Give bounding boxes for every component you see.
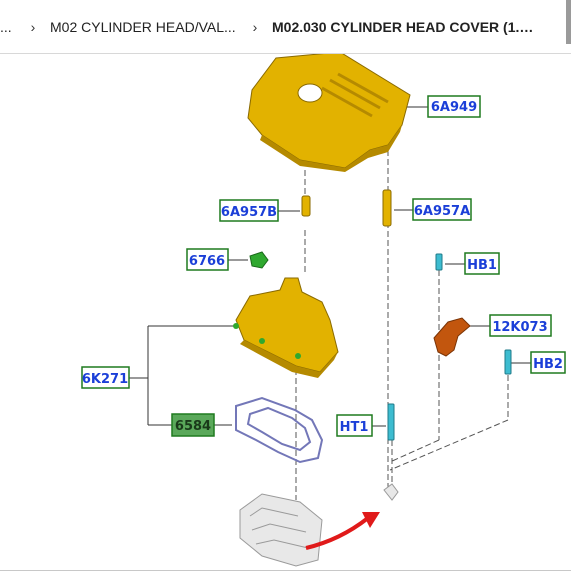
callout-label: 6766	[189, 254, 225, 269]
oil-separator-part[interactable]	[233, 277, 339, 378]
bolt-part[interactable]	[387, 253, 512, 441]
breather-part[interactable]	[249, 251, 269, 269]
callout-label: HB1	[467, 258, 497, 273]
callout-label: 6A957B	[221, 205, 277, 220]
exploded-parts-diagram: 6A949 6A957B 6A957A 6766 HB1 12K073 HB2	[0, 51, 571, 570]
chevron-right-icon: ›	[30, 18, 36, 35]
callout-label: HB2	[533, 357, 563, 372]
callout-6A957B[interactable]: 6A957B	[219, 199, 279, 222]
callout-6584-highlighted[interactable]: 6584	[171, 413, 215, 437]
callout-6A957A[interactable]: 6A957A	[412, 198, 472, 221]
callout-label: HT1	[340, 420, 369, 435]
callout-HT1[interactable]: HT1	[336, 414, 373, 437]
callout-label: 6A949	[431, 100, 477, 115]
callout-label: 12K073	[492, 320, 547, 335]
direction-arrow-icon	[305, 512, 380, 550]
callout-6K271[interactable]: 6K271	[81, 366, 130, 389]
callout-label: 6A957A	[414, 204, 470, 219]
sensor-part[interactable]	[433, 317, 471, 357]
callout-label: 6584	[175, 419, 211, 434]
callout-label: 6K271	[82, 372, 128, 387]
grommet-part[interactable]	[301, 189, 392, 227]
cylinder-head-part[interactable]	[239, 483, 399, 567]
callout-HB2[interactable]: HB2	[530, 351, 566, 374]
breadcrumb-item-root[interactable]: ...	[0, 18, 12, 35]
vertical-scrollbar[interactable]	[566, 0, 571, 44]
callout-12K073[interactable]: 12K073	[489, 314, 552, 337]
breadcrumb-item-current: M02.030 CYLINDER HEAD COVER (1.5...	[272, 18, 536, 35]
breadcrumb: ... › M02 CYLINDER HEAD/VAL... › M02.030…	[0, 0, 571, 54]
callout-6A949[interactable]: 6A949	[427, 95, 481, 118]
gasket-part[interactable]	[235, 396, 324, 464]
chevron-right-icon: ›	[252, 18, 258, 35]
engine-cover-part[interactable]	[247, 51, 411, 172]
callout-6766[interactable]: 6766	[186, 248, 229, 271]
breadcrumb-item-section[interactable]: M02 CYLINDER HEAD/VAL...	[50, 18, 236, 35]
callout-HB1[interactable]: HB1	[464, 252, 500, 275]
horizontal-scrollbar[interactable]	[0, 570, 571, 584]
callout-bracket	[129, 106, 531, 427]
